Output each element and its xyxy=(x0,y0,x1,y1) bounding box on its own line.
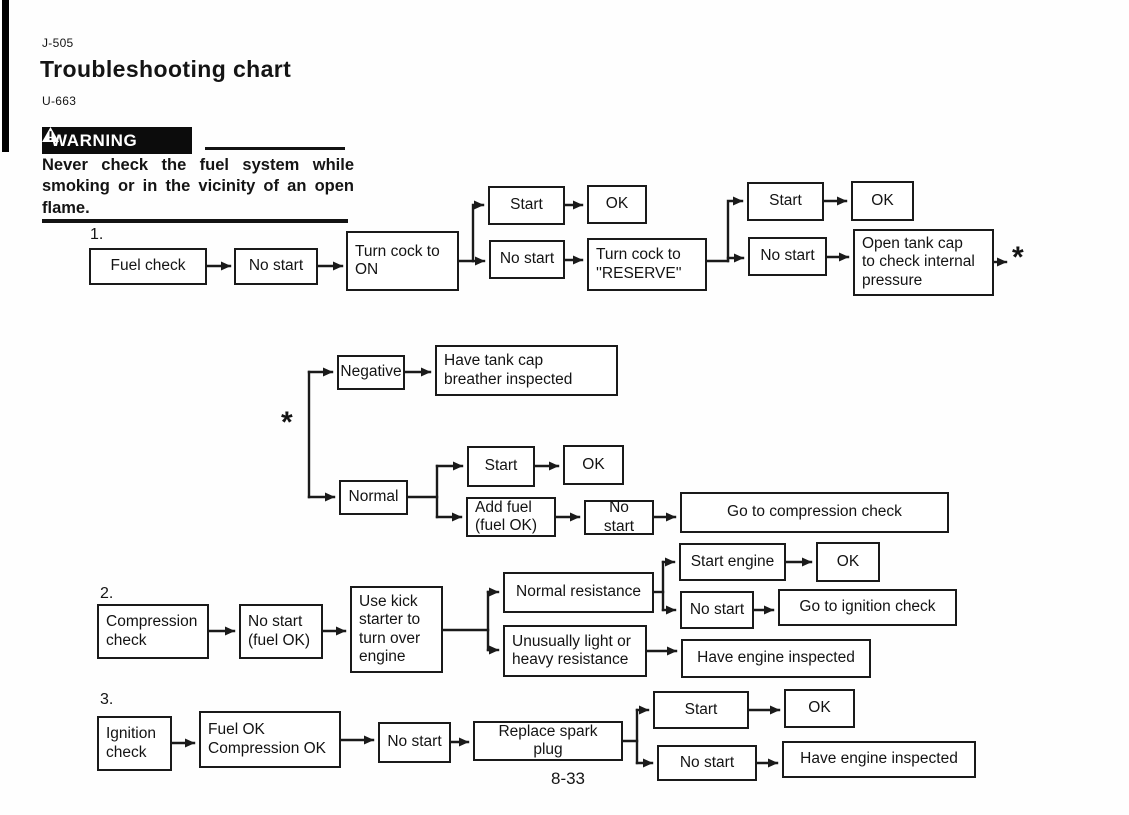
node-ignition-check: Ignition check xyxy=(97,716,172,771)
warning-underline xyxy=(42,219,348,223)
node-compression-check: Compression check xyxy=(97,604,209,659)
step-2-label: 2. xyxy=(100,585,114,602)
node-start-3: Start xyxy=(653,691,749,729)
node-unusual-resistance: Unusually light or heavy resistance xyxy=(503,625,647,677)
doc-code-sub: U-663 xyxy=(42,94,77,108)
node-have-engine-inspected-2: Have engine inspected xyxy=(782,741,976,778)
page-title: Troubleshooting chart xyxy=(40,56,292,82)
node-no-start-3a: No start xyxy=(378,722,451,763)
node-start-1a: Start xyxy=(488,186,565,225)
scan-edge-artifact xyxy=(2,0,9,152)
warning-text: Never check the fuel system while smokin… xyxy=(42,156,354,217)
node-normal: Normal xyxy=(339,480,408,515)
node-start-branch: Start xyxy=(467,446,535,487)
asterisk-out-marker: * xyxy=(1012,241,1024,274)
node-no-start-3b: No start xyxy=(657,745,757,781)
node-have-tank-cap-inspected: Have tank cap breather inspected xyxy=(435,345,618,396)
node-ok-branch: OK xyxy=(563,445,624,485)
step-3-label: 3. xyxy=(100,691,114,708)
node-use-kick-starter: Use kick starter to turn over engine xyxy=(350,586,443,673)
node-go-to-ignition-check: Go to ignition check xyxy=(778,589,957,626)
node-negative: Negative xyxy=(337,355,405,390)
warning-banner: WARNING xyxy=(42,127,192,154)
node-no-start-1b: No start xyxy=(489,240,565,279)
node-no-start-1a: No start xyxy=(234,248,318,285)
node-no-start-fuel-ok: No start (fuel OK) xyxy=(239,604,323,659)
node-ok-1a: OK xyxy=(587,185,647,224)
node-have-engine-inspected-1: Have engine inspected xyxy=(681,639,871,678)
node-replace-spark-plug: Replace spark plug xyxy=(473,721,623,761)
warning-side-rule xyxy=(205,147,345,150)
node-ok-2a: OK xyxy=(816,542,880,582)
page-number: 8-33 xyxy=(550,769,586,788)
warning-triangle-icon xyxy=(42,127,59,142)
node-turn-cock-on: Turn cock to ON xyxy=(346,231,459,291)
warning-label: WARNING xyxy=(51,130,138,150)
node-open-tank-cap: Open tank cap to check internal pressure xyxy=(853,229,994,296)
step-1-label: 1. xyxy=(90,226,104,243)
node-fuel-check: Fuel check xyxy=(89,248,207,285)
node-start-engine: Start engine xyxy=(679,543,786,581)
doc-code-top: J-505 xyxy=(42,36,74,50)
node-turn-cock-reserve: Turn cock to ''RESERVE'' xyxy=(587,238,707,291)
node-start-1b: Start xyxy=(747,182,824,221)
asterisk-in-marker: * xyxy=(281,406,293,439)
node-no-start-branch: No start xyxy=(584,499,654,535)
node-normal-resistance: Normal resistance xyxy=(503,572,654,613)
node-no-start-2b: No start xyxy=(680,591,754,629)
node-ok-1b: OK xyxy=(851,181,914,221)
node-fuel-compression-ok: Fuel OK Compression OK xyxy=(199,711,341,768)
node-go-to-compression-check: Go to compression check xyxy=(680,492,949,533)
node-add-fuel: Add fuel (fuel OK) xyxy=(466,497,556,537)
node-ok-3: OK xyxy=(784,689,855,728)
node-no-start-1c: No start xyxy=(748,237,827,276)
